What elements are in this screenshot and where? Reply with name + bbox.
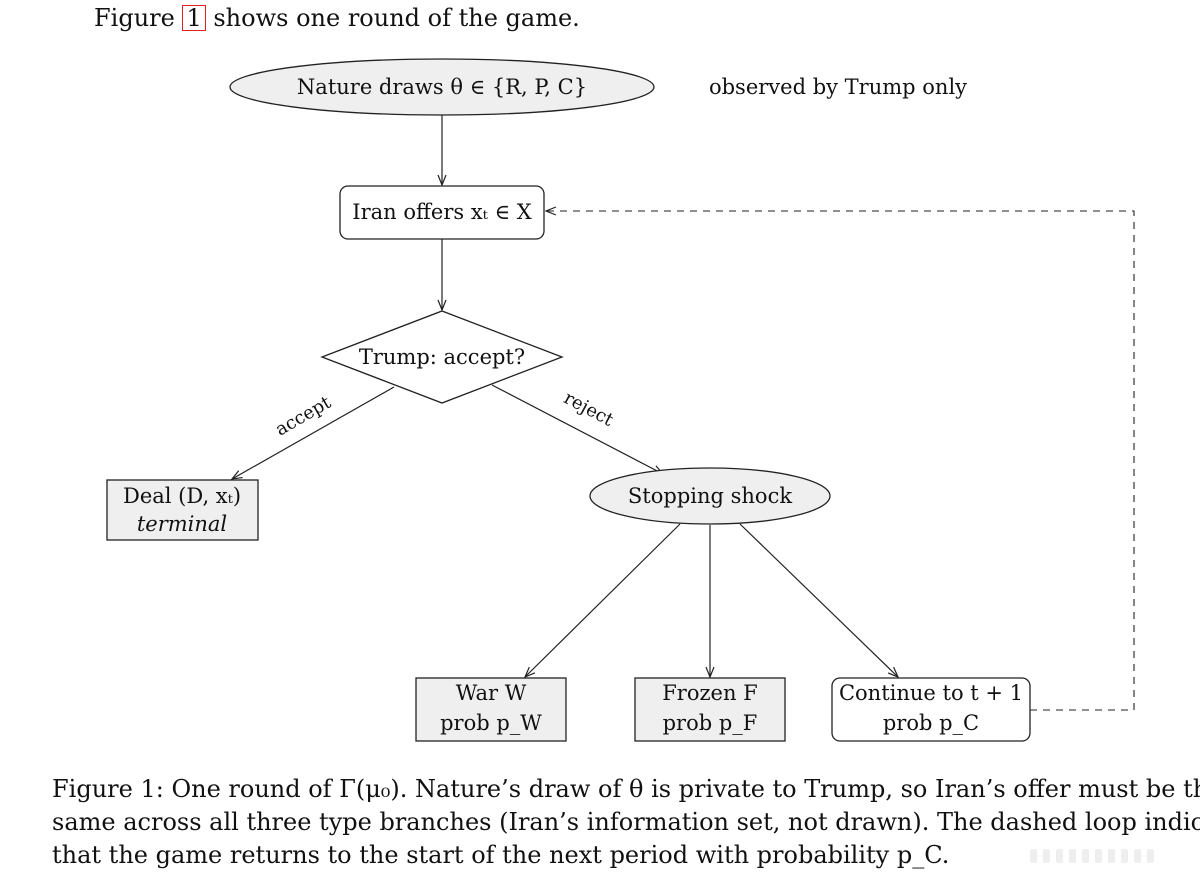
edge-reject xyxy=(491,384,663,474)
frozen-prob-label: prob p_F xyxy=(663,711,758,735)
scroll-indicator xyxy=(1030,848,1190,863)
deal-node xyxy=(106,479,259,541)
stopping-shock-label: Stopping shock xyxy=(628,484,792,508)
war-prob-label: prob p_W xyxy=(440,711,542,735)
frozen-node xyxy=(634,677,786,742)
caption-line-3: that the game returns to the start of th… xyxy=(52,841,950,869)
figure-caption: Figure 1: One round of Γ(μ₀). Nature’s d… xyxy=(52,773,1200,872)
caption-line-2: same across all three type branches (Ira… xyxy=(52,808,1200,836)
nature-label: Nature draws θ ∈ {R, P, C} xyxy=(297,75,587,99)
edge-shock-to-war xyxy=(525,523,681,677)
intro-sentence: Figure 1 shows one round of the game. xyxy=(94,4,580,32)
iran-label: Iran offers xₜ ∈ X xyxy=(352,200,531,224)
edge-accept xyxy=(232,386,395,479)
dashed-loop-edge xyxy=(546,211,1135,711)
war-node xyxy=(415,677,567,742)
intro-text-before: Figure xyxy=(94,4,183,32)
trump-label: Trump: accept? xyxy=(359,345,525,369)
continue-prob-label: prob p_C xyxy=(883,711,979,735)
caption-line-1: Figure 1: One round of Γ(μ₀). Nature’s d… xyxy=(52,775,1200,803)
edge-shock-to-continue xyxy=(739,523,898,677)
trump-decision-node xyxy=(320,310,564,404)
continue-label: Continue to t + 1 xyxy=(839,681,1023,705)
observed-note: observed by Trump only xyxy=(709,75,967,99)
stopping-shock-node xyxy=(589,467,831,525)
deal-label: Deal (D, xₜ) xyxy=(123,484,241,508)
intro-text-after: shows one round of the game. xyxy=(205,4,580,32)
war-label: War W xyxy=(456,681,527,705)
game-tree-diagram: Nature draws θ ∈ {R, P, C} observed by T… xyxy=(106,58,1135,742)
frozen-label: Frozen F xyxy=(662,681,758,705)
accept-edge-label: accept xyxy=(272,392,335,441)
deal-terminal-label: terminal xyxy=(137,512,227,536)
figure-reference-link[interactable]: 1 xyxy=(182,5,206,31)
